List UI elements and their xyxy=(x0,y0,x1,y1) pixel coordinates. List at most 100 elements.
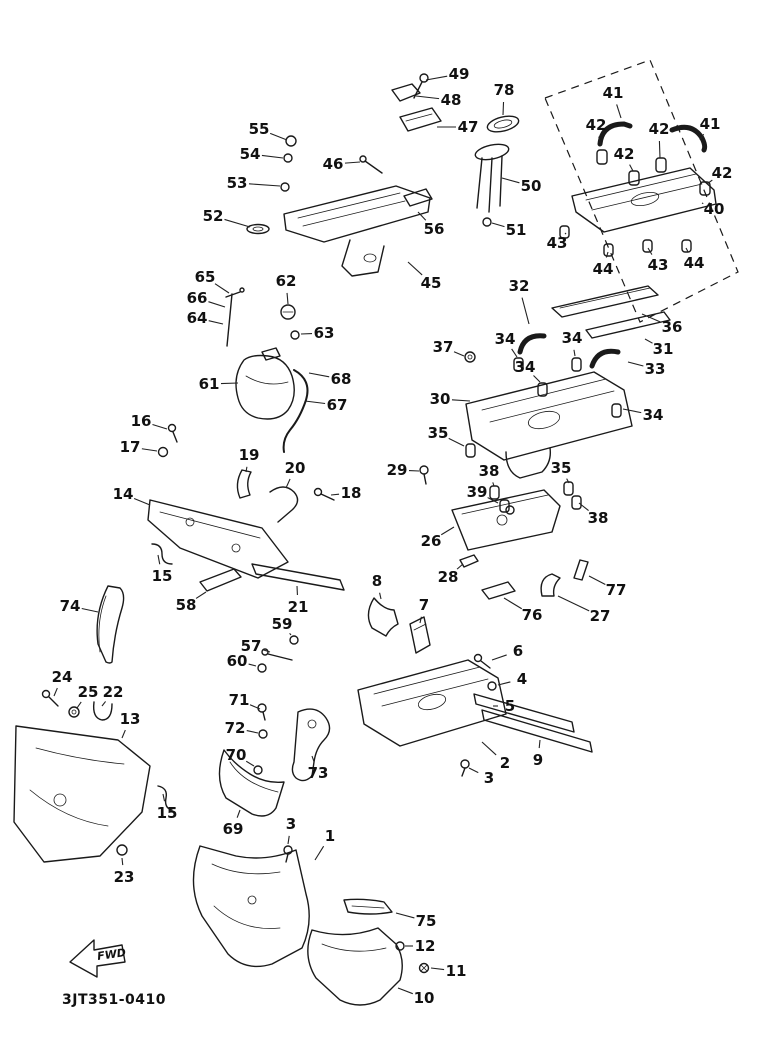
part-label-62: 62 xyxy=(276,272,297,290)
leader-line-74 xyxy=(81,607,99,613)
leader-line-39 xyxy=(487,497,499,504)
part-label-42: 42 xyxy=(712,164,733,182)
leader-line-70 xyxy=(245,760,255,767)
part-label-16: 16 xyxy=(131,412,152,430)
part-label-74: 74 xyxy=(60,597,81,615)
leader-lines xyxy=(53,75,713,995)
part-label-39: 39 xyxy=(467,483,488,501)
part-label-77: 77 xyxy=(606,581,627,599)
part-label-60: 60 xyxy=(227,652,248,670)
leader-line-43 xyxy=(564,232,567,235)
leader-line-73 xyxy=(311,755,315,762)
part-label-27: 27 xyxy=(590,607,611,625)
part-grip-assembly xyxy=(559,121,717,257)
part-label-43: 43 xyxy=(648,256,669,274)
part-label-44: 44 xyxy=(593,260,614,278)
leader-line-42 xyxy=(706,179,713,185)
fwd-arrow-outline xyxy=(69,939,126,978)
leader-line-76 xyxy=(503,597,523,610)
leader-line-42 xyxy=(658,140,661,159)
leader-line-61 xyxy=(220,382,239,385)
part-label-38: 38 xyxy=(479,462,500,480)
part-label-37: 37 xyxy=(433,338,454,356)
leader-line-65 xyxy=(214,283,230,294)
leader-line-17 xyxy=(141,448,158,452)
part-footboard-middle-assembly xyxy=(419,285,671,600)
part-label-69: 69 xyxy=(223,820,244,838)
part-label-45: 45 xyxy=(421,274,442,292)
leader-line-67 xyxy=(304,400,326,405)
leader-line-66 xyxy=(208,301,226,308)
part-label-38: 38 xyxy=(588,509,609,527)
leader-line-78 xyxy=(502,101,505,116)
part-label-35: 35 xyxy=(428,424,449,442)
part-left-bracket-group xyxy=(96,469,431,673)
part-bottom-covers xyxy=(192,845,430,1006)
part-label-31: 31 xyxy=(653,340,674,358)
leader-line-35 xyxy=(448,437,465,447)
part-label-21: 21 xyxy=(288,598,309,616)
part-label-48: 48 xyxy=(441,91,462,109)
part-label-46: 46 xyxy=(323,155,344,173)
part-label-3: 3 xyxy=(484,769,494,787)
part-label-11: 11 xyxy=(446,962,467,980)
leader-line-35 xyxy=(566,478,570,484)
leader-line-20 xyxy=(285,478,291,489)
leader-line-2 xyxy=(481,741,497,756)
leader-line-62 xyxy=(286,292,289,305)
leader-line-71 xyxy=(249,704,261,710)
fwd-label: FWD xyxy=(96,946,126,963)
leader-line-45 xyxy=(407,261,423,276)
part-label-25: 25 xyxy=(78,683,99,701)
part-label-34: 34 xyxy=(495,330,516,348)
leader-line-33 xyxy=(627,361,644,367)
part-label-59: 59 xyxy=(272,615,293,633)
part-label-29: 29 xyxy=(387,461,408,479)
part-side-cover-left xyxy=(13,689,173,863)
leader-line-53 xyxy=(248,183,281,187)
part-label-20: 20 xyxy=(285,459,306,477)
part-label-47: 47 xyxy=(458,118,479,136)
part-footboard-top xyxy=(283,185,431,277)
part-label-78: 78 xyxy=(494,81,515,99)
leader-line-44 xyxy=(605,251,609,258)
part-label-28: 28 xyxy=(438,568,459,586)
leader-line-36 xyxy=(641,313,662,323)
leader-line-34 xyxy=(533,375,541,383)
part-footboard-lower-assembly xyxy=(357,653,593,777)
leader-line-32 xyxy=(521,297,530,325)
part-label-44: 44 xyxy=(684,254,705,272)
leader-line-34 xyxy=(511,348,518,358)
leader-line-7 xyxy=(419,616,422,624)
leader-line-41 xyxy=(616,104,622,119)
leader-line-37 xyxy=(453,351,465,357)
part-label-32: 32 xyxy=(509,277,530,295)
part-label-3: 3 xyxy=(286,815,296,833)
leader-line-10 xyxy=(397,987,413,995)
part-label-7: 7 xyxy=(419,596,429,614)
part-left-fasteners xyxy=(157,423,178,458)
part-label-67: 67 xyxy=(327,396,348,414)
part-label-18: 18 xyxy=(341,484,362,502)
leader-line-41 xyxy=(699,133,705,141)
part-label-52: 52 xyxy=(203,207,224,225)
part-label-40: 40 xyxy=(704,200,725,218)
part-label-55: 55 xyxy=(249,120,270,138)
leader-line-34 xyxy=(573,349,576,357)
leader-line-25 xyxy=(76,701,82,709)
part-label-34: 34 xyxy=(643,406,664,424)
part-label-65: 65 xyxy=(195,268,216,286)
part-label-43: 43 xyxy=(547,234,568,252)
part-label-15: 15 xyxy=(157,804,178,822)
part-label-22: 22 xyxy=(103,683,124,701)
leader-line-46 xyxy=(344,161,361,164)
leader-line-31 xyxy=(644,338,653,344)
leader-line-68 xyxy=(308,372,330,378)
part-label-61: 61 xyxy=(199,375,220,393)
leader-line-42 xyxy=(598,136,602,147)
part-label-42: 42 xyxy=(614,145,635,163)
part-label-63: 63 xyxy=(314,324,335,342)
part-label-72: 72 xyxy=(225,719,246,737)
